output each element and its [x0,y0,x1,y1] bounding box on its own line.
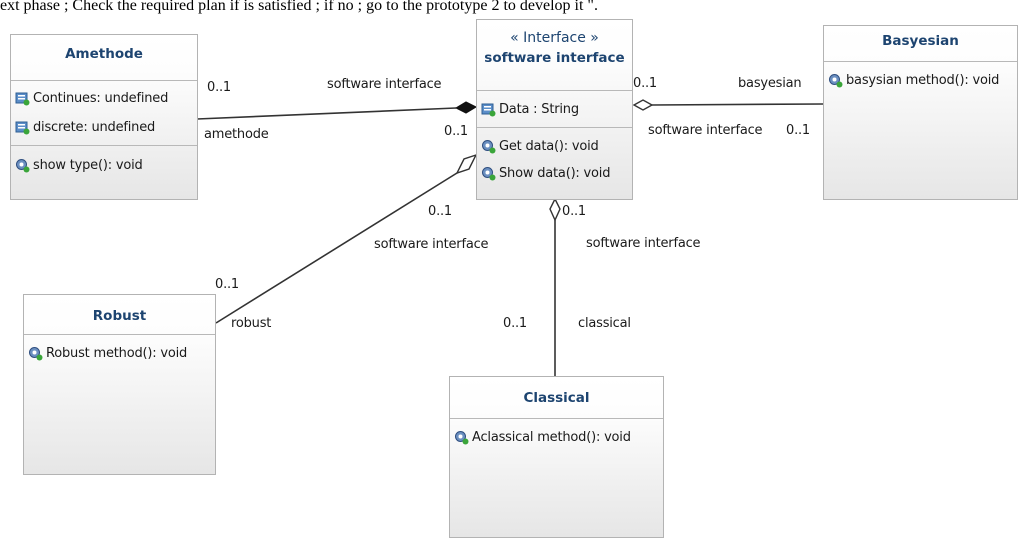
operation-label: Show data(): void [499,166,611,181]
operation-row[interactable]: basysian method(): void [828,66,1017,95]
attributes-section: Data : String [477,91,632,128]
association-label: software interface [648,123,763,138]
class-title: Robust [92,308,147,324]
method-icon [829,74,843,88]
multiplicity-label: 0..1 [215,277,240,292]
association-basyesian-line [651,103,824,106]
class-amethode[interactable]: Amethode Continues: undefined discrete: … [10,34,198,200]
field-icon [481,103,496,117]
multiplicity-label: 0..1 [444,124,469,139]
method-icon [16,159,30,173]
multiplicity-label: 0..1 [562,204,587,219]
association-label: software interface [374,237,489,252]
attribute-label: discrete: undefined [33,120,156,135]
association-amethode-line [196,107,457,120]
caption-text: ext phase ; Check the required plan if i… [0,0,598,14]
class-title: Amethode [65,46,143,62]
composition-diamond [454,101,478,114]
class-basyesian[interactable]: Basyesian basysian method(): void [823,25,1018,200]
method-icon [29,347,43,361]
attribute-row[interactable]: Continues: undefined [15,84,197,113]
class-header: Robust [24,295,215,335]
attribute-row[interactable]: discrete: undefined [15,113,197,142]
multiplicity-label: 0..1 [633,76,658,91]
class-robust[interactable]: Robust Robust method(): void [23,294,216,475]
attribute-row[interactable]: Data : String [481,95,632,124]
association-label: classical [578,316,631,331]
multiplicity-label: 0..1 [428,204,453,219]
operation-row[interactable]: show type(): void [15,151,197,180]
class-classical[interactable]: Classical Aclassical method(): void [449,376,664,538]
association-label: basyesian [738,76,802,91]
operation-row[interactable]: Show data(): void [481,161,632,186]
attribute-label: Continues: undefined [33,91,169,106]
aggregation-diamond-basyesian [632,99,654,111]
association-label: robust [231,316,272,331]
class-software-interface[interactable]: « Interface » software interface Data : … [476,19,633,200]
method-icon [455,431,469,445]
multiplicity-label: 0..1 [503,316,528,331]
operation-row[interactable]: Get data(): void [481,132,632,161]
operations-section: Get data(): void Show data(): void [477,128,632,190]
association-label: amethode [204,127,269,142]
multiplicity-label: 0..1 [786,123,811,138]
operation-label: Get data(): void [499,139,599,154]
aggregation-diamond-classical [549,197,561,222]
class-title: Classical [523,390,590,406]
class-header: Amethode [11,35,197,81]
operation-label: basysian method(): void [846,73,1000,88]
operation-row[interactable]: Aclassical method(): void [454,423,663,452]
attribute-label: Data : String [499,102,579,117]
class-header: « Interface » software interface [477,20,632,91]
field-icon [15,92,30,106]
association-label: software interface [327,77,442,92]
multiplicity-label: 0..1 [207,80,232,95]
operation-label: show type(): void [33,158,143,173]
field-icon [15,121,30,135]
class-header: Basyesian [824,26,1017,62]
method-icon [482,167,496,181]
operations-section: Aclassical method(): void [450,419,663,456]
interface-stereotype: « Interface » [510,30,599,46]
operation-row[interactable]: Robust method(): void [28,339,215,368]
method-icon [482,140,496,154]
class-header: Classical [450,377,663,419]
operations-section: basysian method(): void [824,62,1017,99]
operation-label: Aclassical method(): void [472,430,631,445]
association-robust-line [215,172,458,324]
operation-label: Robust method(): void [46,346,188,361]
attributes-section: Continues: undefined discrete: undefined [11,81,197,146]
class-title: software interface [484,50,625,66]
association-label: software interface [586,236,701,251]
class-title: Basyesian [882,33,959,49]
operations-section: Robust method(): void [24,335,215,372]
aggregation-diamond-robust [455,153,478,175]
operations-section: show type(): void [11,146,197,184]
